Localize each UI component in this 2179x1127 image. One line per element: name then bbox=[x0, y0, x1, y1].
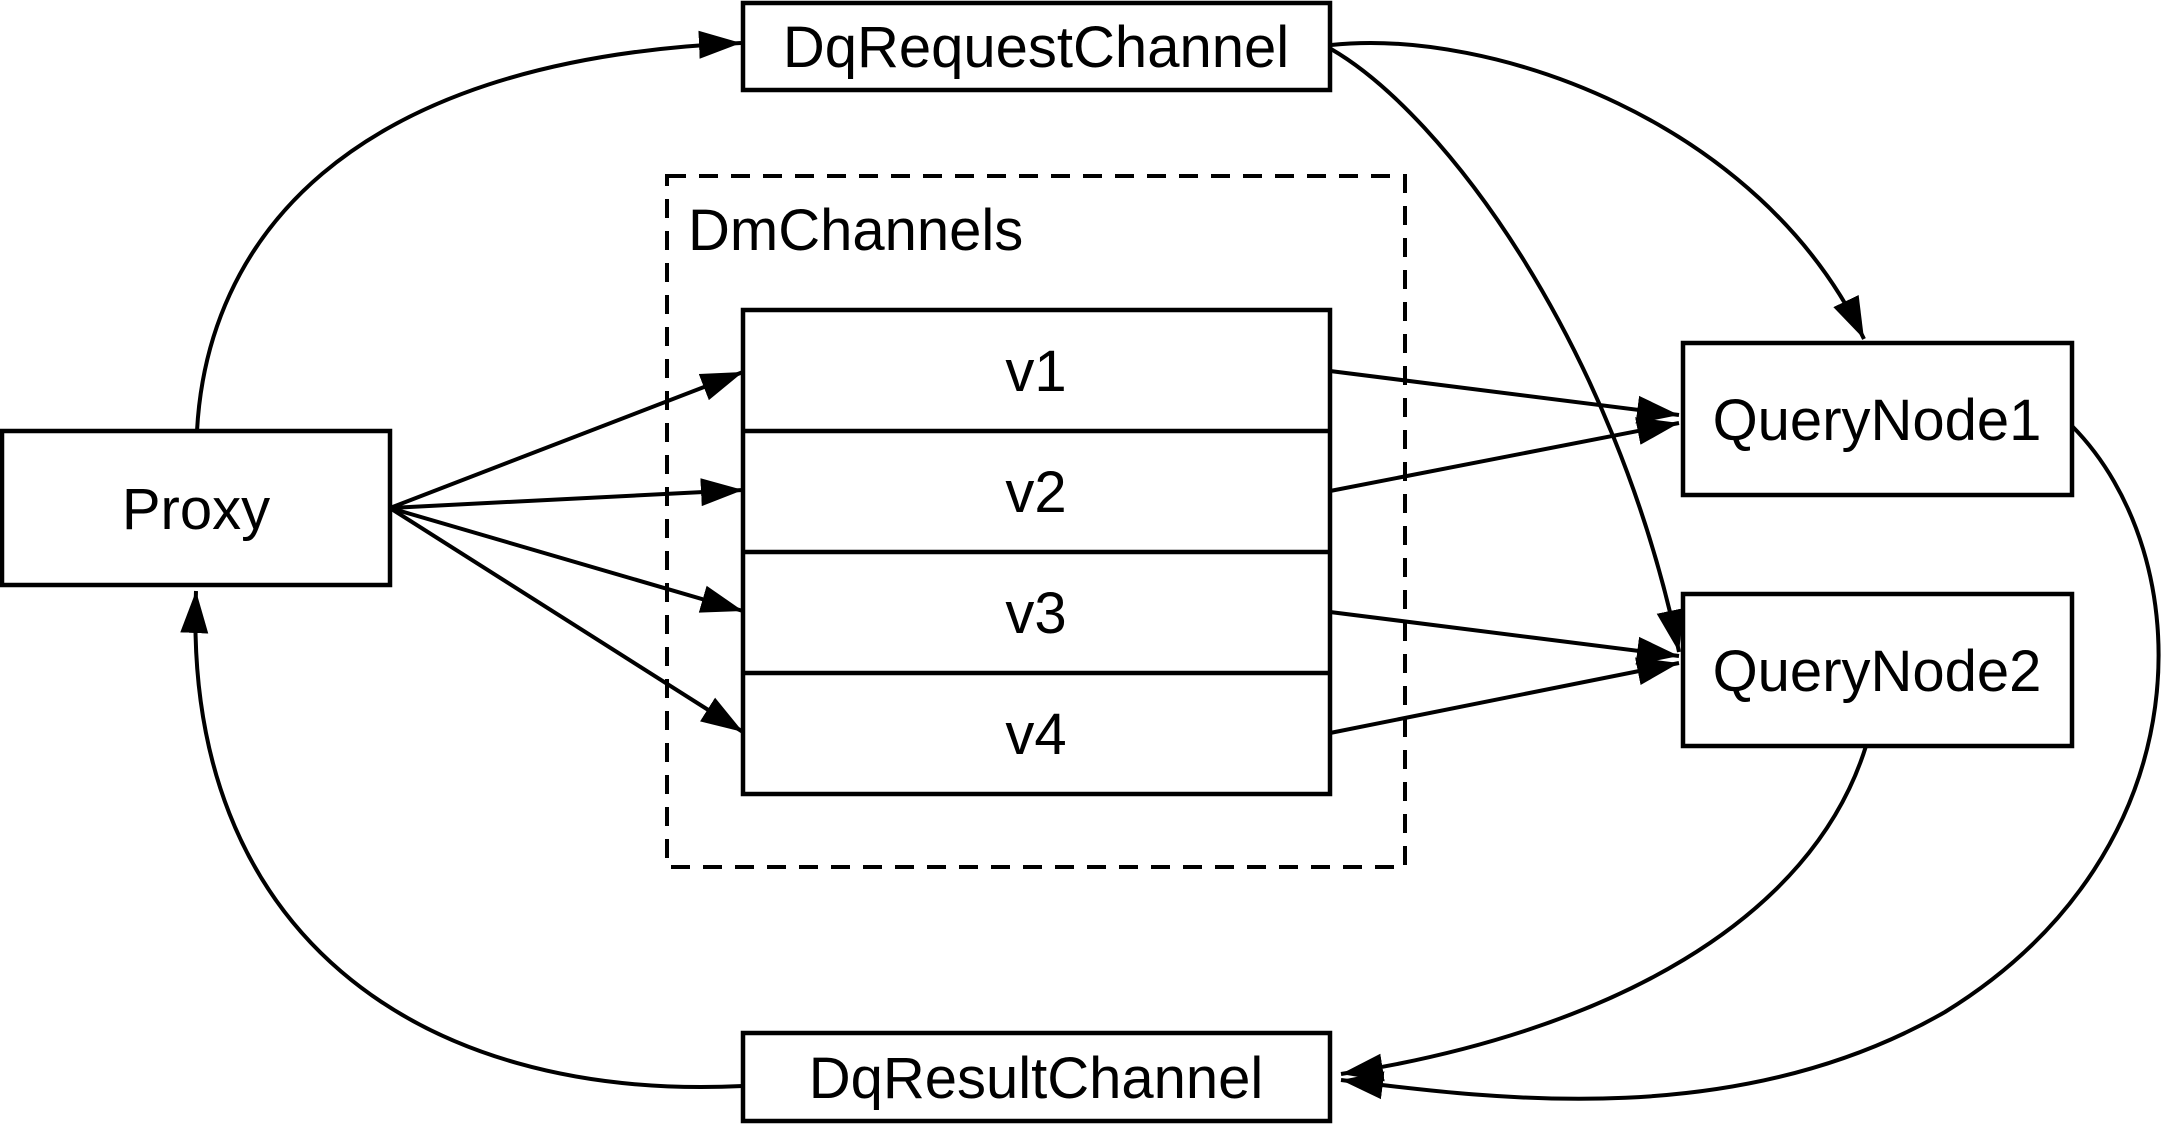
channel-v3-label: v3 bbox=[1005, 581, 1066, 646]
edge-v2-to-query-node-1 bbox=[1329, 417, 1680, 493]
query-node-1-label: QueryNode1 bbox=[1713, 388, 2042, 453]
node-proxy bbox=[0, 428, 393, 588]
edge-proxy-to-v2 bbox=[389, 478, 744, 510]
edge-proxy-to-dq-request-channel bbox=[195, 30, 742, 432]
dq-result-channel-label: DqResultChannel bbox=[809, 1046, 1264, 1111]
node-dq-request-channel bbox=[740, 0, 1333, 93]
edge-proxy-to-v3 bbox=[389, 506, 744, 613]
node-dq-result-channel bbox=[740, 1030, 1333, 1124]
dq-request-channel-label: DqRequestChannel bbox=[783, 15, 1289, 80]
edge-dq-request-channel-to-query-node-1 bbox=[1330, 41, 1866, 340]
edge-dq-result-channel-to-proxy bbox=[180, 590, 744, 1089]
edge-proxy-to-v1 bbox=[389, 370, 744, 510]
proxy-label: Proxy bbox=[122, 477, 270, 542]
node-query-node-1 bbox=[1680, 340, 2075, 498]
edge-v3-to-query-node-2 bbox=[1329, 610, 1680, 665]
dm-channels-group-label: DmChannels bbox=[688, 198, 1023, 263]
channel-v2-label: v2 bbox=[1005, 460, 1066, 525]
edge-proxy-to-v4 bbox=[388, 506, 745, 734]
edge-v1-to-query-node-1 bbox=[1329, 369, 1680, 424]
dm-channels-group-box bbox=[665, 174, 1407, 869]
channel-v1-label: v1 bbox=[1005, 339, 1066, 404]
edge-query-node-2-to-dq-result-channel bbox=[1340, 745, 1868, 1082]
query-node-2-label: QueryNode2 bbox=[1713, 639, 2042, 704]
edge-query-node-1-to-dq-result-channel bbox=[1340, 424, 2161, 1101]
channel-v4-label: v4 bbox=[1005, 702, 1066, 767]
dm-channel-stack bbox=[740, 307, 1333, 797]
edge-dq-request-channel-to-query-node-2 bbox=[1329, 47, 1685, 653]
node-query-node-2 bbox=[1680, 591, 2075, 749]
edge-v4-to-query-node-2 bbox=[1329, 657, 1680, 735]
